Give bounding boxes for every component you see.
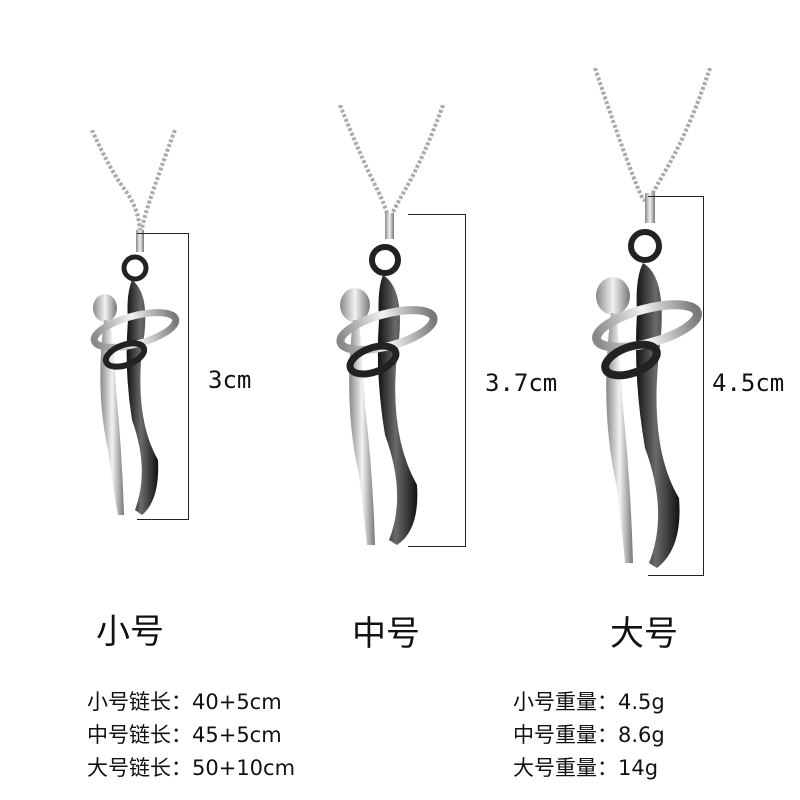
weight-row-large: 大号重量：14g	[513, 752, 665, 785]
height-label-large: 4.5cm	[712, 369, 785, 397]
pendant-small-image	[90, 130, 180, 515]
spec-value: 14g	[618, 756, 659, 780]
pendant-medium-image	[336, 105, 445, 545]
spec-label: 小号链长：	[87, 690, 192, 714]
size-label-large: 大号	[610, 614, 678, 654]
pendant-large-image	[592, 68, 712, 568]
spec-label: 中号重量：	[513, 723, 618, 747]
weight-row-medium: 中号重量：8.6g	[513, 719, 665, 752]
size-label-medium: 中号	[352, 614, 420, 654]
spec-label: 小号重量：	[513, 690, 618, 714]
weight-list: 小号重量：4.5g 中号重量：8.6g 大号重量：14g	[513, 686, 665, 785]
spec-value: 40+5cm	[192, 690, 282, 714]
height-bracket-small	[137, 233, 189, 520]
chain-length-row-medium: 中号链长：45+5cm	[87, 719, 295, 752]
spec-label: 中号链长：	[87, 723, 192, 747]
spec-value: 4.5g	[618, 690, 665, 714]
chain-length-row-large: 大号链长：50+10cm	[87, 752, 295, 785]
chain-length-list: 小号链长：40+5cm 中号链长：45+5cm 大号链长：50+10cm	[87, 686, 295, 785]
spec-label: 大号重量：	[513, 756, 618, 780]
chain-length-row-small: 小号链长：40+5cm	[87, 686, 295, 719]
height-label-small: 3cm	[208, 366, 252, 394]
spec-value: 8.6g	[618, 723, 665, 747]
height-label-medium: 3.7cm	[485, 369, 558, 397]
weight-row-small: 小号重量：4.5g	[513, 686, 665, 719]
spec-value: 50+10cm	[192, 756, 296, 780]
height-bracket-large	[648, 196, 704, 576]
spec-label: 大号链长：	[87, 756, 192, 780]
size-label-small: 小号	[96, 612, 164, 652]
height-bracket-medium	[408, 214, 466, 547]
spec-value: 45+5cm	[192, 723, 282, 747]
